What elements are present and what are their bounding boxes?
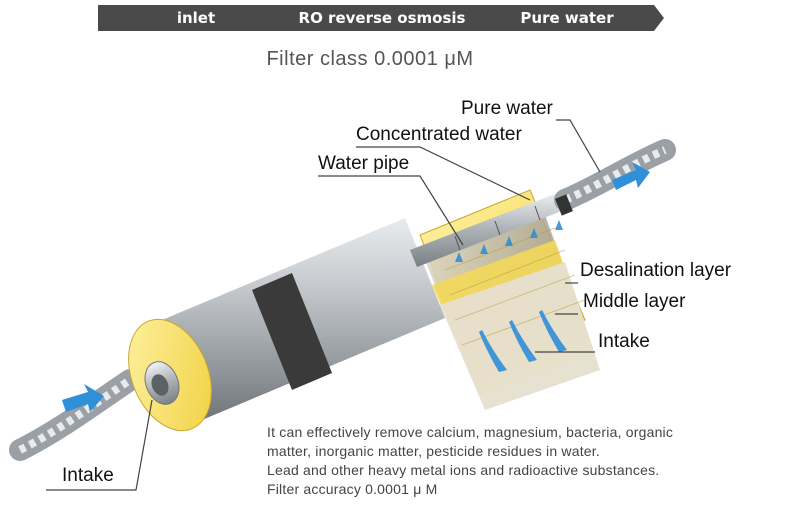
label-concentrated-water: Concentrated water bbox=[356, 124, 522, 145]
flow-arrows bbox=[62, 162, 650, 412]
description-line: Filter accuracy 0.0001 μ M bbox=[267, 481, 438, 497]
inlet-flow-arrow-icon bbox=[62, 384, 104, 412]
step-ro: RO reverse osmosis bbox=[284, 5, 480, 31]
label-intake-right: Intake bbox=[598, 331, 650, 352]
label-middle-layer: Middle layer bbox=[583, 291, 686, 312]
membrane-cylinder bbox=[128, 218, 445, 432]
description-line: matter, inorganic matter, pesticide resi… bbox=[267, 443, 600, 459]
step-inlet: inlet bbox=[98, 5, 294, 31]
description-block: It can effectively remove calcium, magne… bbox=[267, 423, 673, 499]
outlet-flow-arrow-icon bbox=[612, 162, 650, 190]
left-inlet-hose bbox=[9, 369, 141, 461]
label-desalination-layer: Desalination layer bbox=[580, 260, 732, 281]
label-intake-left: Intake bbox=[62, 465, 114, 486]
step-pure-water: Pure water bbox=[470, 5, 664, 31]
description-line: It can effectively remove calcium, magne… bbox=[267, 424, 674, 440]
central-water-pipe bbox=[410, 190, 572, 267]
description-line: Lead and other heavy metal ions and radi… bbox=[267, 462, 660, 478]
label-water-pipe: Water pipe bbox=[318, 153, 410, 174]
right-outlet-hose bbox=[554, 139, 676, 216]
process-banner: inlet RO reverse osmosis Pure water bbox=[98, 5, 664, 31]
filter-class-subtitle: Filter class 0.0001 μM bbox=[266, 48, 474, 70]
label-pure-water: Pure water bbox=[461, 98, 553, 119]
flow-drop-icon bbox=[455, 252, 463, 262]
leader-lines bbox=[46, 119, 601, 491]
